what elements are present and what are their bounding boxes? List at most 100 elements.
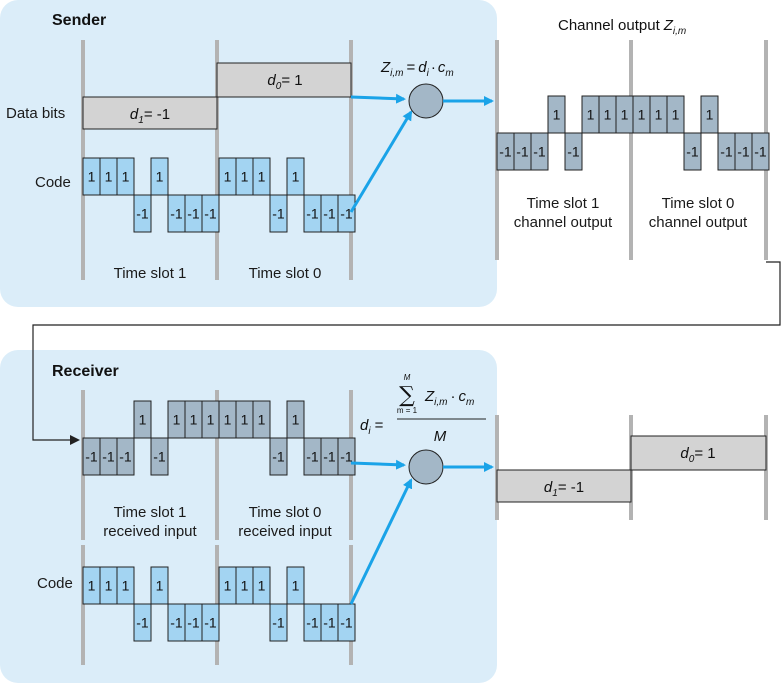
svg-text:M: M [434,428,447,445]
receiver-input-chip-value: -1 [119,449,132,465]
sigma-symbol: ∑ [399,383,415,408]
channel-to-receiver-path [32,261,781,445]
receiver-title: Receiver [52,363,119,380]
sender-code-chip [133,194,152,233]
sender-slot0-label: Time slot 0 [249,265,322,282]
receiver-code-chip-value: 1 [292,578,300,594]
receiver-slot0-label-2: received input [238,523,332,540]
sender-code-chip-value: -1 [340,206,353,222]
receiver-input-chip [286,400,305,439]
receiver-code-chip-value: 1 [105,578,113,594]
receiver-input-chip [150,437,169,476]
receiver-code-chip-value: 1 [258,578,266,594]
sender-slot1-label: Time slot 1 [114,265,187,282]
receiver-code-chip [133,603,152,642]
receiver-input-arrow [350,459,406,470]
sender-code-chip [269,194,288,233]
data-bits-label: Data bits [6,105,65,122]
receiver-code-chip-value: 1 [241,578,249,594]
receiver-input-chip-value: 1 [173,412,181,428]
sender-code-chip-value: 1 [224,169,232,185]
channel-output-chip [751,132,770,171]
receiver-input-chip-value: 1 [224,412,232,428]
receiver-input-chip-value: -1 [306,449,319,465]
sender-code-chip-value: 1 [241,169,249,185]
channel-output-chip-value: -1 [686,144,699,160]
receiver-input-chip-value: -1 [272,449,285,465]
receiver-integrator [408,449,444,485]
channel-output-chip-value: -1 [516,144,529,160]
svg-text:M: M [404,373,411,382]
channel-output-chip-value: 1 [655,107,663,123]
sender-data-arrow [350,93,406,104]
channel-output-chip-value: 1 [672,107,680,123]
channel-output-chip-value: 1 [638,107,646,123]
receiver-input-chip-value: 1 [258,412,266,428]
channel-slot0-label-1: Time slot 0 [662,195,735,212]
sender-code-chip [252,157,271,196]
receiver-code-chip-value: -1 [204,615,217,631]
channel-output-chip [683,132,702,171]
sender-multiplier [408,83,444,119]
sender-title: Sender [52,12,106,29]
sender-code-chip [150,157,169,196]
sender-d0-box [216,62,352,98]
sender-code-chip [286,157,305,196]
receiver-code-arrow [349,478,413,605]
sender-code-chip-value: 1 [258,169,266,185]
receiver-code-chip [337,603,356,642]
sender-d0-label: d0= 1 [267,72,302,92]
sender-code-chip-value: -1 [170,206,183,222]
receiver-code-chip [286,566,305,605]
receiver-code-chip [116,566,135,605]
sender-code-chip [116,157,135,196]
receiver-code-chip-value: -1 [170,615,183,631]
receiver-code-chip-value: -1 [136,615,149,631]
sender-code-label: Code [35,174,71,191]
receiver-slot0-label-1: Time slot 0 [249,504,322,521]
receiver-code-chip-value: 1 [88,578,96,594]
receiver-code-chip-value: -1 [323,615,336,631]
receiver-input-chip-value: 1 [241,412,249,428]
channel-output-chip-value: -1 [754,144,767,160]
channel-output-chip [564,132,583,171]
receiver-d1-label: d1= -1 [544,479,584,499]
sender-code-chip-value: 1 [156,169,164,185]
receiver-input-chip-value: -1 [85,449,98,465]
channel-output-chip-value: 1 [604,107,612,123]
receiver-code-chip-value: -1 [272,615,285,631]
sender-d1-label: d1= -1 [130,106,170,126]
sender-d1-box [82,96,218,130]
sender-code-chip-value: -1 [272,206,285,222]
receiver-input-chip [133,400,152,439]
receiver-input-chip-value: 1 [207,412,215,428]
sender-code-chip-value: -1 [306,206,319,222]
sender-formula: Zi,m=di·cm [380,59,454,79]
sender-code-chip-value: -1 [204,206,217,222]
channel-slot1-label-1: Time slot 1 [527,195,600,212]
channel-output-chip-value: -1 [737,144,750,160]
channel-output-chip [530,132,549,171]
receiver-d0-box [630,435,767,471]
channel-output-chip [666,95,685,134]
channel-output-chip-value: -1 [533,144,546,160]
svg-text:Zi,m·cm: Zi,m·cm [424,388,474,408]
channel-output-chip-value: -1 [567,144,580,160]
receiver-input-chip [337,437,356,476]
receiver-input-chip [252,400,271,439]
receiver-code-chip-value: -1 [306,615,319,631]
svg-text:di=: di= [360,417,384,437]
receiver-code-chip [201,603,220,642]
receiver-input-chip-value: 1 [190,412,198,428]
receiver-input-chip-value: -1 [323,449,336,465]
channel-output-chip-value: 1 [621,107,629,123]
sender-code-chip-value: 1 [292,169,300,185]
sender-code-chip-value: 1 [122,169,130,185]
sender-code-arrow [349,110,413,213]
receiver-input-chip-value: 1 [292,412,300,428]
sender-panel [0,0,497,307]
receiver-d0-label: d0= 1 [680,445,715,465]
receiver-code-label: Code [37,575,73,592]
